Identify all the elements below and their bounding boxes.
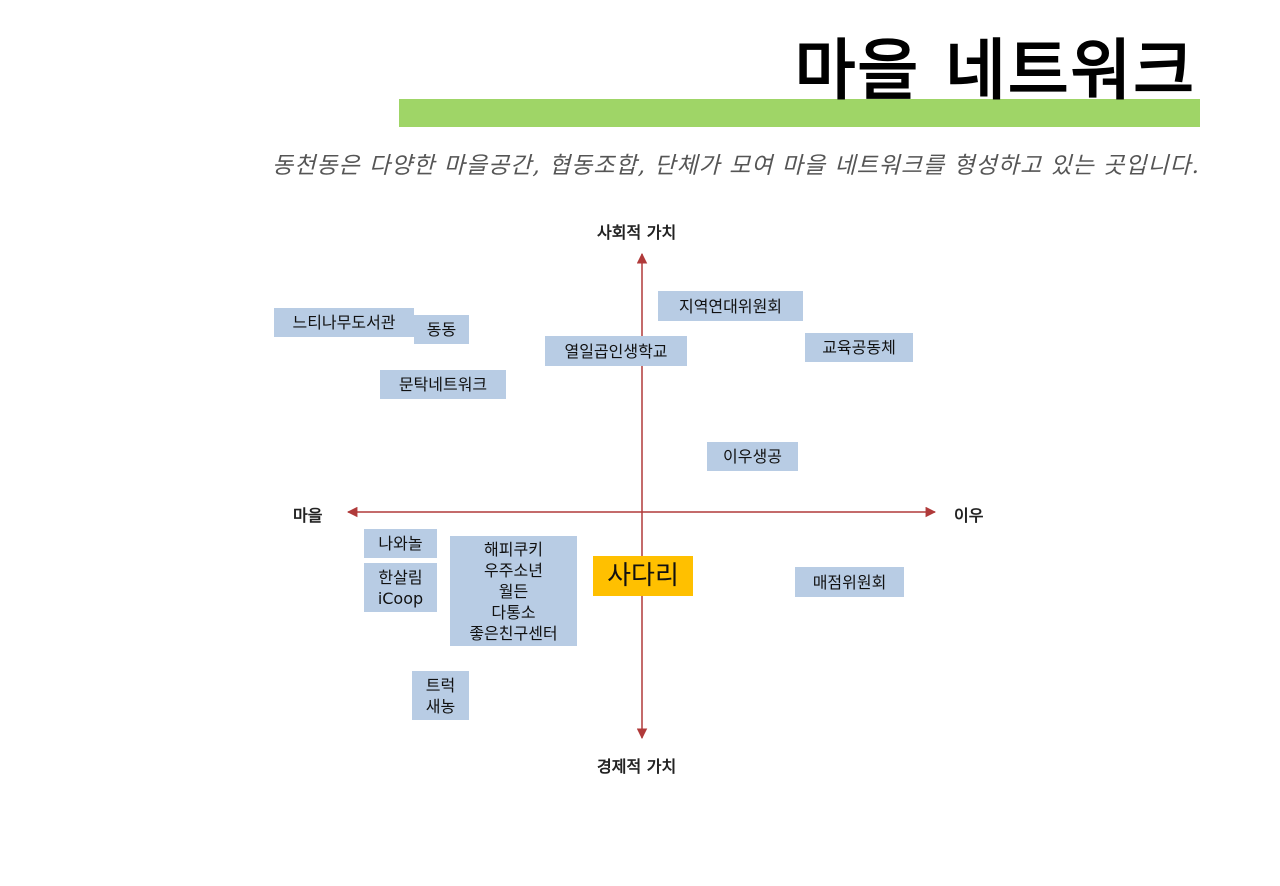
node-label: 좋은친구센터 (469, 623, 558, 643)
node-label: 교육공동체 (822, 338, 896, 357)
axis-label-left: 마을 (293, 506, 323, 525)
node-label: 매점위원회 (812, 572, 887, 592)
node-sadari: 사다리 (593, 556, 693, 596)
node-yeolil: 열일곱인생학교 (545, 336, 687, 366)
node-label: 한살림 (378, 567, 423, 587)
node-label: 문탁네트워크 (398, 375, 488, 394)
node-label: 새농 (425, 696, 456, 716)
node-hansalim: 한살림 iCoop (364, 563, 437, 612)
node-label: 트럭 (425, 675, 456, 695)
node-label: 우주소년 (484, 560, 543, 580)
node-label: iCoop (377, 588, 424, 608)
node-truck: 트럭 새농 (412, 671, 469, 720)
node-label: 지역연대위원회 (678, 296, 783, 316)
node-maejeom: 매점위원회 (795, 567, 904, 597)
node-label: 해피쿠키 (484, 539, 543, 559)
node-dongdong: 동동 (414, 315, 469, 344)
node-label: 이우생공 (723, 447, 782, 466)
axis-label-right: 이우 (954, 506, 984, 525)
node-iusaeng: 이우생공 (707, 442, 798, 471)
node-label: 나와놀 (378, 534, 423, 553)
node-label: 동동 (426, 320, 457, 339)
page-subtitle: 동천동은 다양한 마을공간, 협동조합, 단체가 모여 마을 네트워크를 형성하… (272, 153, 1200, 179)
node-label: 사다리 (607, 560, 679, 591)
node-muntak: 문탁네트워크 (380, 370, 506, 399)
node-nawa: 나와놀 (364, 529, 437, 558)
node-jiyeok: 지역연대위원회 (658, 291, 803, 321)
node-label: 월든 (498, 581, 529, 601)
axis-label-top: 사회적 가치 (597, 223, 677, 242)
node-group: 해피쿠키 우주소년 월든 다통소 좋은친구센터 (450, 536, 577, 646)
axis-label-bottom: 경제적 가치 (597, 757, 677, 776)
node-label: 열일곱인생학교 (564, 341, 668, 361)
node-label: 느티나무도서관 (292, 313, 396, 332)
node-nuttinamu: 느티나무도서관 (274, 308, 414, 337)
title-accent-bar (399, 99, 1200, 127)
node-gyoyuk: 교육공동체 (805, 333, 913, 362)
page-title: 마을 네트워크 (794, 32, 1196, 109)
node-label: 다통소 (491, 602, 536, 622)
